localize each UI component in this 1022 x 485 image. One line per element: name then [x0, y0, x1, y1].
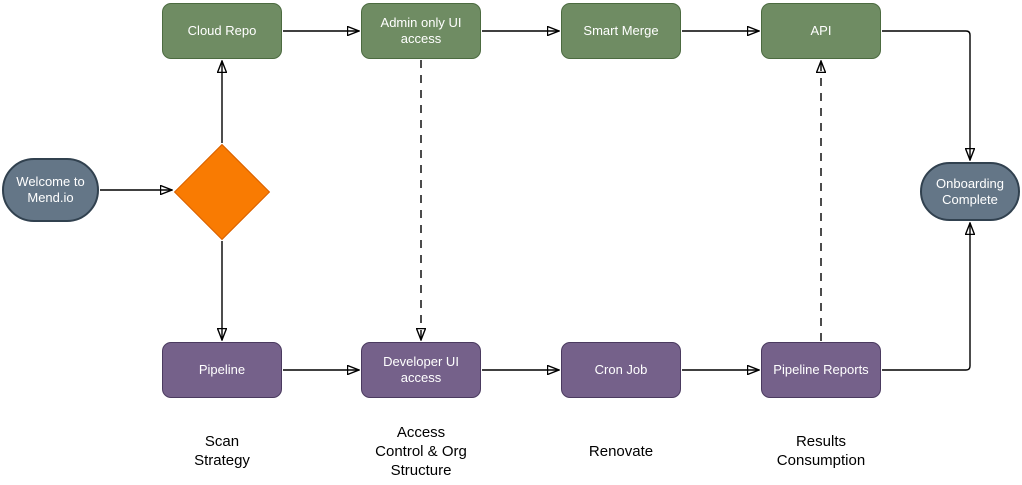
node-cron-job: Cron Job: [561, 342, 681, 398]
section-label-access-control: Access Control & Org Structure: [375, 423, 467, 479]
node-cloud-repo: Cloud Repo: [162, 3, 282, 59]
edge-api-to-onboarding: [882, 30, 970, 160]
node-welcome: Welcome to Mend.io: [2, 158, 99, 222]
section-label-results-consumption: Results Consumption: [776, 433, 866, 469]
section-label-scan-strategy: Scan Strategy: [194, 433, 250, 469]
node-api: API: [761, 3, 881, 59]
section-label-renovate: Renovate: [588, 442, 654, 460]
node-pipeline: Pipeline: [162, 342, 282, 398]
node-developer-ui-access: Developer UI access: [361, 342, 481, 398]
node-admin-only-ui-access: Admin only UI access: [361, 3, 481, 59]
node-onboarding-complete: Onboarding Complete: [920, 162, 1020, 221]
node-pipeline-reports: Pipeline Reports: [761, 342, 881, 398]
node-smart-merge: Smart Merge: [561, 3, 681, 59]
edge-reports-to-onboarding: [882, 223, 970, 371]
